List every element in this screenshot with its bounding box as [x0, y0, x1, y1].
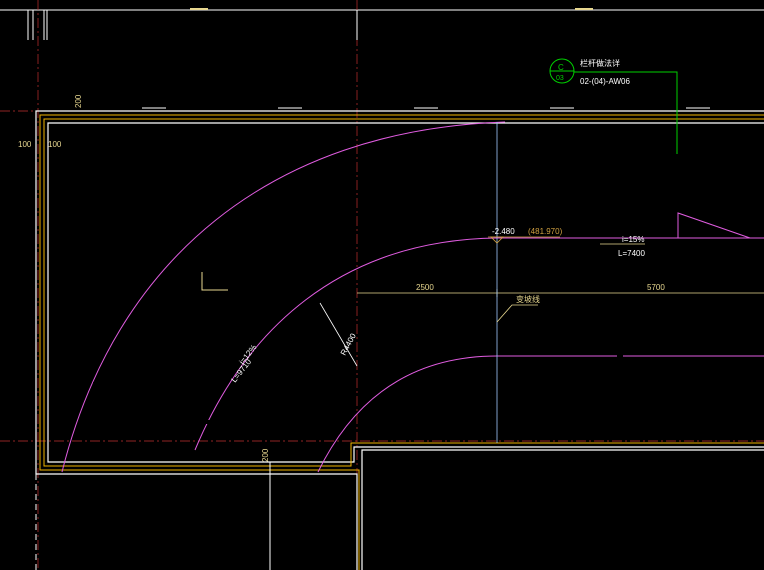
- radius-label: R4400: [339, 331, 358, 357]
- dim-5700: 5700: [647, 283, 665, 292]
- ramp-outer-arc: [61, 121, 506, 473]
- dim-200-bottom: 200: [261, 448, 270, 462]
- lower-structure-lines: [35, 462, 271, 570]
- ramp-middle-arc: [194, 237, 764, 451]
- dim-100-left-2: 100: [48, 140, 62, 149]
- dim-2500: 2500: [416, 283, 434, 292]
- top-dimension-marks: [190, 8, 593, 10]
- dim-200-top: 200: [74, 94, 83, 108]
- callout-title: 栏杆做法详: [580, 58, 620, 68]
- elevation-marker: [488, 236, 560, 244]
- top-left-edges: [27, 10, 358, 40]
- slope-arrow: [677, 212, 751, 239]
- callout-leader: [549, 58, 678, 154]
- baseline-leader: [496, 304, 538, 323]
- slope-straight-l: L=7400: [618, 249, 645, 258]
- ramp-walls-inner: [39, 114, 764, 570]
- callout-ref: 02-(04)-AW06: [580, 77, 630, 86]
- ramp-inner-arc: [317, 355, 764, 473]
- elevation-value: -2.480: [492, 227, 515, 236]
- origin-mark: [201, 272, 228, 291]
- radius-line: [319, 302, 358, 367]
- slope-straight-i: i=15%: [622, 235, 644, 244]
- ramp-arc-breaks: [93, 138, 623, 449]
- dim-100-left: 100: [18, 140, 32, 149]
- callout-number: 03: [556, 75, 564, 82]
- ramp-curves: [61, 121, 764, 473]
- callout-letter: C: [558, 63, 564, 72]
- baseline-label: 变坡线: [516, 294, 540, 304]
- elevation-paren: (481.970): [528, 227, 563, 236]
- ramp-walls-outer: [35, 110, 764, 570]
